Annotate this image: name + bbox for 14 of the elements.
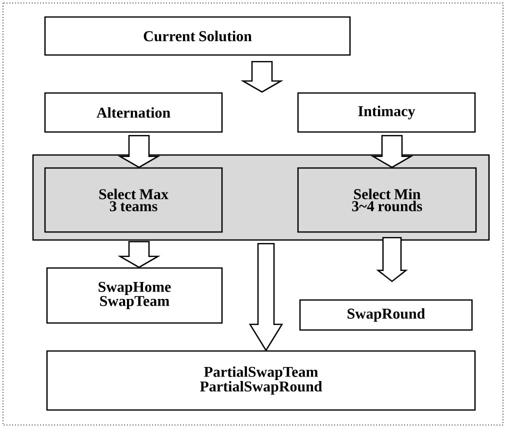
block-arrow: [118, 135, 160, 168]
process-box: Alternation: [44, 92, 223, 133]
process-box: SwapHome SwapTeam: [46, 267, 223, 324]
process-box: Intimacy: [297, 92, 476, 133]
block-arrow: [248, 243, 284, 352]
process-box: Select Max 3 teams: [44, 167, 223, 233]
block-arrow: [240, 61, 284, 93]
process-box: PartialSwapTeam PartialSwapRound: [46, 350, 476, 411]
block-arrow: [118, 241, 160, 268]
block-arrow: [376, 237, 408, 282]
block-arrow: [370, 135, 414, 168]
process-box: Current Solution: [44, 16, 351, 56]
process-box: Select Min 3~4 rounds: [297, 167, 477, 233]
process-box: SwapRound: [299, 299, 473, 331]
